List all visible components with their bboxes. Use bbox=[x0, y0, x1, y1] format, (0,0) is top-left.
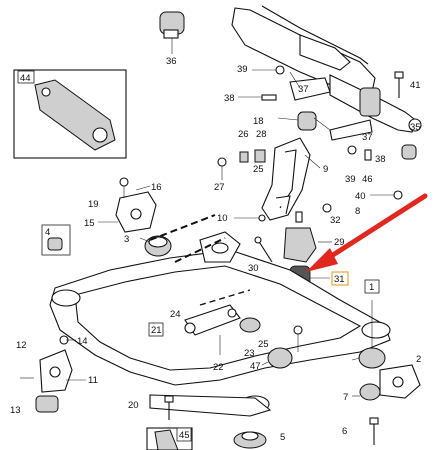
small-parts-26-28 bbox=[217, 149, 266, 180]
label-22: 22 bbox=[213, 362, 224, 373]
label-11: 11 bbox=[88, 375, 98, 386]
label-27: 27 bbox=[214, 182, 225, 193]
engine-mount-9 bbox=[261, 137, 311, 221]
upper-rod-assembly bbox=[231, 5, 422, 133]
nut-4 bbox=[47, 237, 63, 251]
label-35: 35 bbox=[410, 122, 421, 133]
bracket-15 bbox=[115, 177, 157, 233]
label-26: 26 bbox=[238, 129, 249, 140]
label-25-bottom: 25 bbox=[258, 339, 269, 350]
label-15: 15 bbox=[84, 218, 95, 229]
bushing-3 bbox=[144, 235, 172, 257]
label-21: 21 bbox=[151, 325, 162, 336]
label-3: 3 bbox=[124, 234, 129, 245]
label-12: 12 bbox=[16, 340, 27, 351]
label-6: 6 bbox=[342, 426, 347, 437]
left-mount-11 bbox=[20, 335, 73, 413]
label-32: 32 bbox=[330, 215, 341, 226]
label-29: 29 bbox=[334, 237, 345, 248]
label-8: 8 bbox=[355, 206, 360, 217]
label-23: 23 bbox=[244, 348, 255, 359]
label-47: 47 bbox=[250, 361, 261, 372]
right-mount-2 bbox=[358, 300, 421, 401]
bushing-36 bbox=[159, 11, 185, 54]
bolt-6 bbox=[369, 417, 379, 445]
label-39b: 39 bbox=[345, 174, 356, 185]
label-31: 31 bbox=[334, 274, 345, 285]
label-5: 5 bbox=[280, 432, 285, 443]
label-1: 1 bbox=[369, 282, 374, 293]
label-37: 37 bbox=[298, 84, 309, 95]
label-25-top: 25 bbox=[253, 164, 264, 175]
label-36: 36 bbox=[166, 56, 177, 67]
label-7: 7 bbox=[343, 392, 348, 403]
label-41: 41 bbox=[410, 80, 421, 91]
label-10: 10 bbox=[217, 213, 228, 224]
label-18: 18 bbox=[253, 116, 264, 127]
label-19: 19 bbox=[88, 199, 99, 210]
cap-47 bbox=[267, 325, 303, 369]
label-40: 40 bbox=[355, 191, 366, 202]
washer-5 bbox=[233, 431, 267, 449]
label-37b: 37 bbox=[362, 132, 373, 143]
bolts-10-8-32 bbox=[234, 203, 332, 223]
label-38: 38 bbox=[224, 93, 235, 104]
callout-labels: 36 39 41 44 37 38 18 26 28 9 37 35 38 25… bbox=[10, 56, 421, 443]
label-4: 4 bbox=[45, 227, 50, 238]
callout-box-44 bbox=[17, 70, 35, 84]
label-46: 46 bbox=[362, 174, 373, 185]
bolt-30 bbox=[254, 236, 273, 263]
bolt-20 bbox=[164, 395, 174, 420]
label-45: 45 bbox=[179, 430, 190, 441]
small-parts-39-46-40 bbox=[347, 145, 403, 200]
callout-box-31 bbox=[331, 271, 349, 286]
bolt-41 bbox=[394, 71, 404, 98]
label-44: 44 bbox=[20, 73, 31, 84]
label-13: 13 bbox=[10, 405, 21, 416]
label-28: 28 bbox=[256, 129, 267, 140]
upper-bolts bbox=[238, 65, 331, 101]
label-20: 20 bbox=[128, 400, 139, 411]
callout-box-1 bbox=[364, 279, 380, 294]
leader-lines bbox=[66, 71, 361, 397]
link-22 bbox=[184, 304, 261, 355]
inset-44 bbox=[13, 69, 127, 159]
callout-box-45 bbox=[176, 427, 192, 442]
label-30: 30 bbox=[248, 263, 259, 274]
label-9: 9 bbox=[323, 164, 328, 175]
link-18 bbox=[297, 111, 417, 160]
label-38b: 38 bbox=[375, 154, 386, 165]
label-14: 14 bbox=[77, 336, 88, 347]
label-39: 39 bbox=[237, 64, 248, 75]
callout-box-21 bbox=[148, 322, 164, 337]
red-arrow-indicator bbox=[306, 193, 428, 272]
label-24: 24 bbox=[170, 309, 181, 320]
label-16: 16 bbox=[151, 182, 162, 193]
label-2: 2 bbox=[416, 354, 421, 365]
dashed-guides bbox=[149, 214, 251, 306]
